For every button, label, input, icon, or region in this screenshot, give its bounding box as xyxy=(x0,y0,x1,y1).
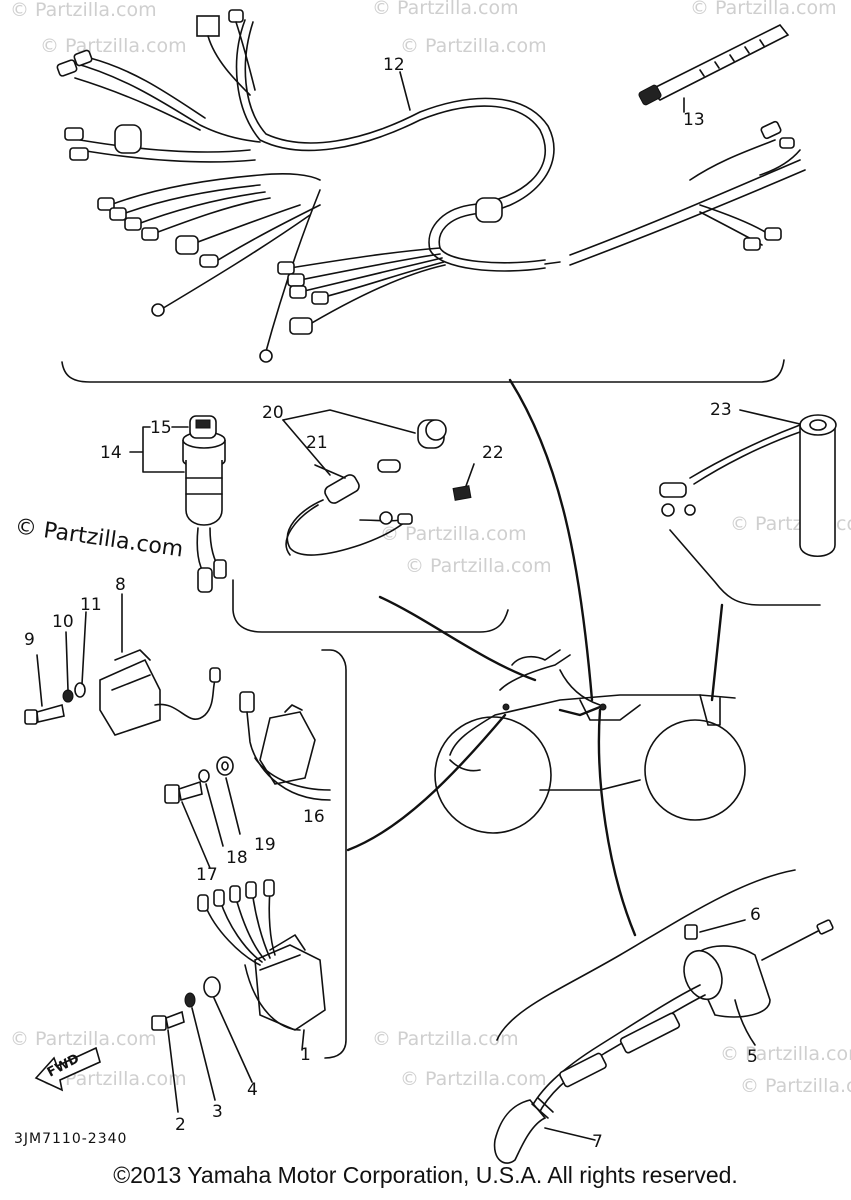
callout-12: 12 xyxy=(383,55,405,75)
callout-labels: 1 2 3 4 5 6 7 8 9 10 11 12 13 14 15 16 1… xyxy=(24,55,761,1152)
starter-motor xyxy=(493,869,834,1164)
watermark: © Partzilla.com xyxy=(740,1075,851,1097)
watermark: © Partzilla.com xyxy=(40,35,187,57)
callout-21: 21 xyxy=(306,433,328,453)
watermark: © Partzilla.com xyxy=(400,35,547,57)
watermark: © Partzilla.com xyxy=(10,1028,157,1050)
watermark-large: © Partzilla.com xyxy=(13,514,185,562)
callout-9: 9 xyxy=(24,630,35,650)
vehicle-silhouette xyxy=(346,378,746,937)
cable-band xyxy=(638,23,790,113)
electrical-components-left xyxy=(24,593,347,1113)
watermark: © Partzilla.com xyxy=(405,555,552,577)
wire-harness xyxy=(56,9,806,383)
callout-13: 13 xyxy=(683,110,705,130)
callout-8: 8 xyxy=(115,575,126,595)
callout-3: 3 xyxy=(212,1102,223,1122)
callout-2: 2 xyxy=(175,1115,186,1135)
copyright-notice: ©2013 Yamaha Motor Corporation, U.S.A. A… xyxy=(113,1162,738,1188)
callout-11: 11 xyxy=(80,595,102,615)
callout-22: 22 xyxy=(482,443,504,463)
watermark: © Partzilla.com xyxy=(372,1028,519,1050)
main-switch xyxy=(129,415,227,593)
callout-15: 15 xyxy=(150,418,172,438)
callout-19: 19 xyxy=(254,835,276,855)
watermark: © Partzilla.com xyxy=(690,0,837,19)
diagram-code: 3JM7110-2340 xyxy=(14,1131,127,1147)
watermarks: © Partzilla.com © Partzilla.com © Partzi… xyxy=(10,0,851,1097)
watermark: © Partzilla.com xyxy=(720,1043,851,1065)
callout-18: 18 xyxy=(226,848,248,868)
callout-20: 20 xyxy=(262,403,284,423)
callout-14: 14 xyxy=(100,443,122,463)
callout-7: 7 xyxy=(592,1132,603,1152)
callout-16: 16 xyxy=(303,807,325,827)
callout-5: 5 xyxy=(747,1047,758,1067)
callout-17: 17 xyxy=(196,865,218,885)
callout-23: 23 xyxy=(710,400,732,420)
watermark: © Partzilla.com xyxy=(10,0,157,21)
throttle-grip xyxy=(659,409,837,606)
callout-10: 10 xyxy=(52,612,74,632)
callout-1: 1 xyxy=(300,1045,311,1065)
watermark: © Partzilla.com xyxy=(372,0,519,19)
callout-6: 6 xyxy=(750,905,761,925)
callout-4: 4 xyxy=(247,1080,258,1100)
watermark: © Partzilla.com xyxy=(380,523,527,545)
watermark: © Partzilla.com xyxy=(400,1068,547,1090)
watermark: © Partzilla.com xyxy=(40,1068,187,1090)
sensor-group xyxy=(232,409,509,633)
